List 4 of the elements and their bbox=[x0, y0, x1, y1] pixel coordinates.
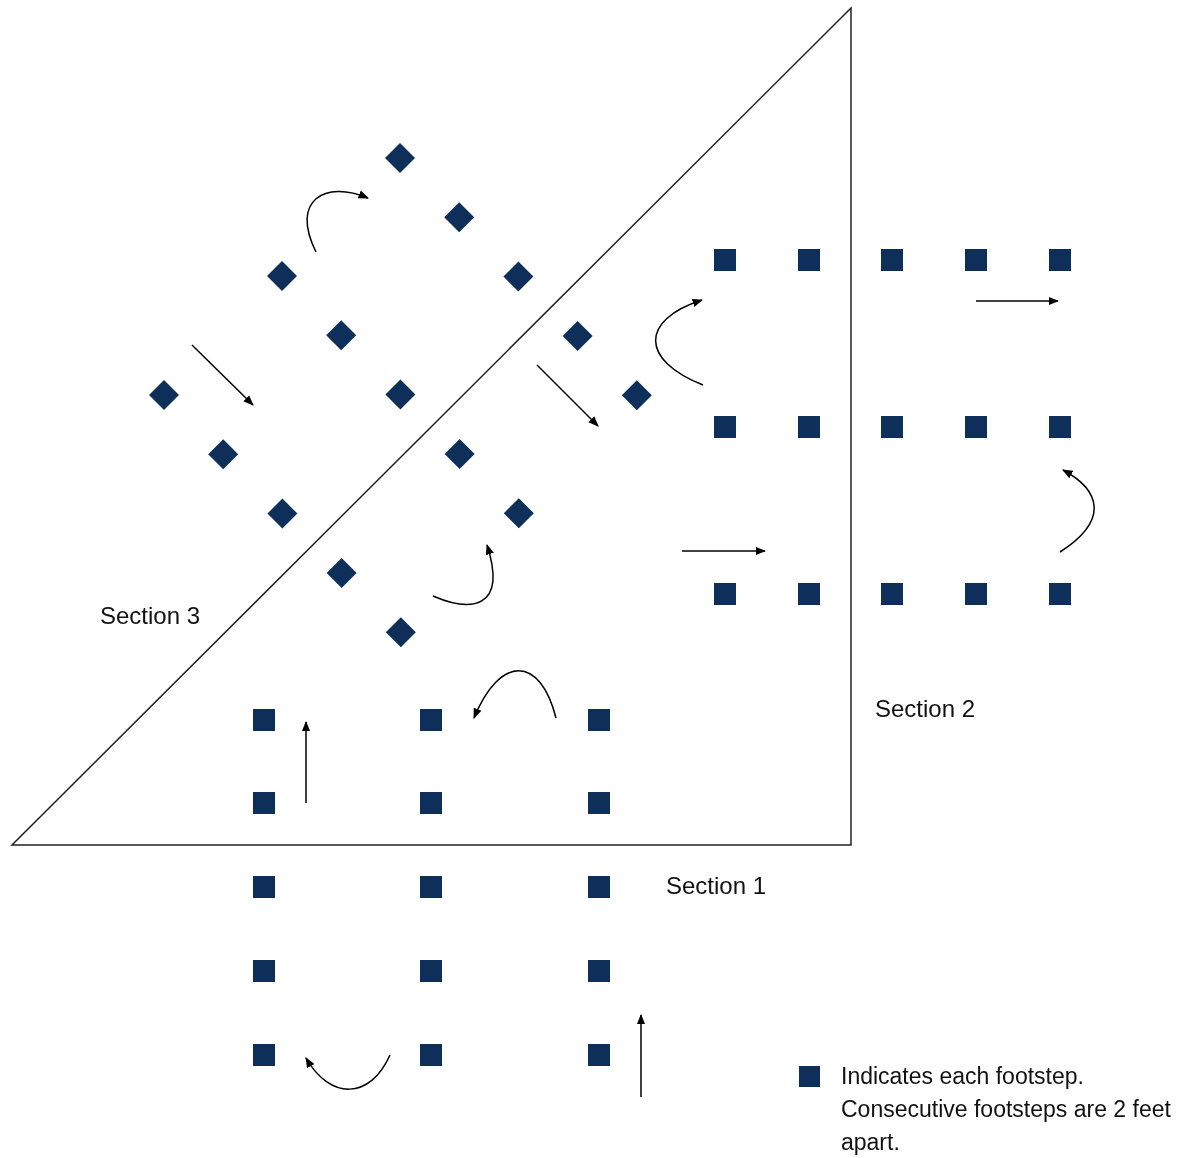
section-label: Section 1 bbox=[666, 873, 767, 900]
section-label: Section 2 bbox=[875, 696, 976, 723]
section-label: Section 3 bbox=[100, 603, 201, 630]
legend-text: Indicates each footstep. Consecutive footsteps are 2 feet apart. bbox=[841, 1062, 1171, 1157]
